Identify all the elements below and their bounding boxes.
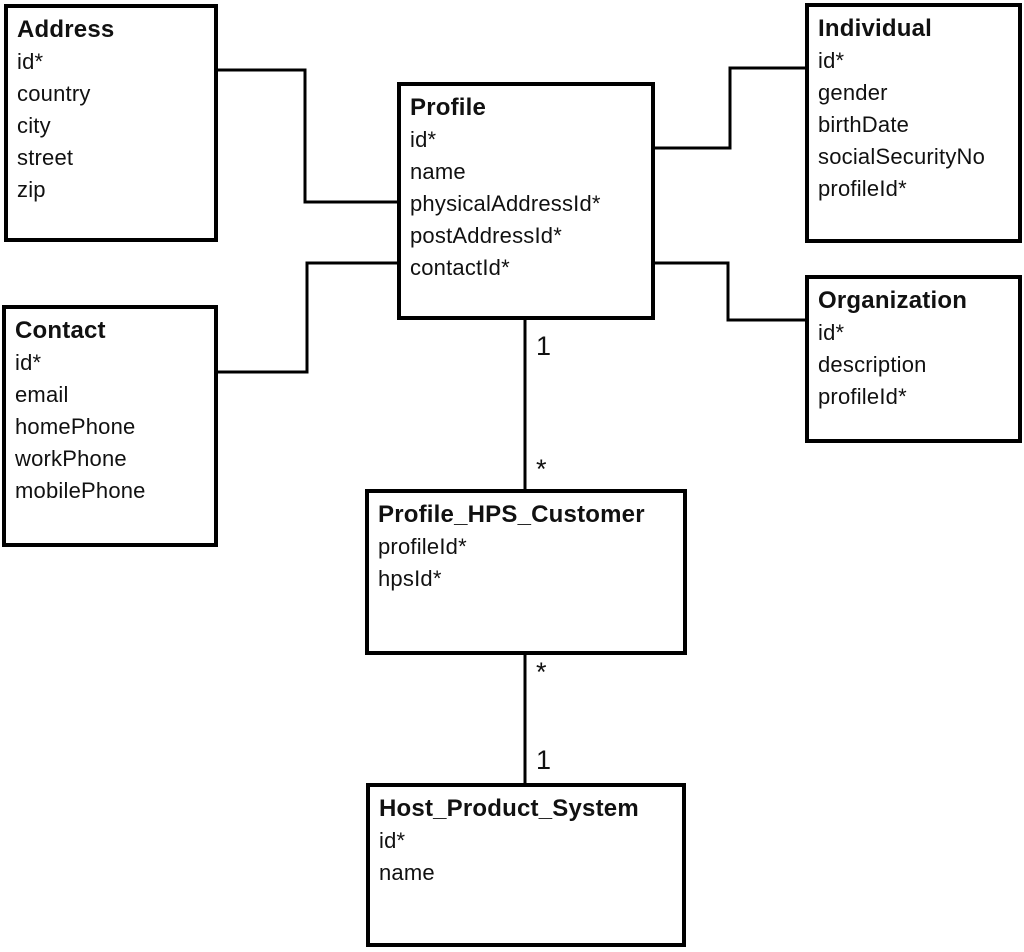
entity-field: name [410,159,466,184]
entity-title: Profile [410,94,487,121]
entity-field-list: id* description profileId* [818,317,1009,413]
entity-field: physicalAddressId* [410,191,601,216]
entity-field: city [17,113,51,138]
entity-host-product-system: Host_Product_System id* name [366,783,686,947]
entity-field: name [379,860,435,885]
entity-field: description [818,352,927,377]
entity-address: Address id* country city street zip [4,4,218,242]
entity-field: id* [818,320,845,345]
entity-field: id* [410,127,437,152]
entity-title: Address [17,16,115,43]
entity-field: socialSecurityNo [818,144,986,169]
connector-contact-profile [218,261,397,374]
multiplicity-label: * [536,657,547,687]
entity-field: id* [17,49,44,74]
entity-profile-hps-customer: Profile_HPS_Customer profileId* hpsId* [365,489,687,655]
entity-contact: Contact id* email homePhone workPhone mobile… [2,305,218,547]
entity-field-list: id* name physicalAddressId* postAddressId* c… [410,124,642,284]
entity-field: postAddressId* [410,223,562,248]
entity-field: id* [379,828,406,853]
entity-field: gender [818,80,888,105]
multiplicity-label: * [536,454,547,484]
entity-field-list: id* gender birthDate socialSecurityNo profil… [818,45,1009,205]
entity-field: zip [17,177,46,202]
entity-field: id* [15,350,42,375]
entity-field: homePhone [15,414,136,439]
entity-field-list: id* email homePhone workPhone mobilePhone [15,347,205,507]
multiplicity-label: 1 [536,745,552,775]
connector-profile-organization [655,261,805,322]
entity-field-list: profileId* hpsId* [378,531,674,595]
connector-profile-individual [655,66,805,150]
entity-title: Organization [818,287,968,314]
entity-field: profileId* [378,534,467,559]
entity-field: hpsId* [378,566,442,591]
entity-field: contactId* [410,255,510,280]
entity-title: Host_Product_System [379,795,639,822]
entity-field: mobilePhone [15,478,146,503]
multiplicity-label: 1 [536,331,552,361]
entity-title: Individual [818,15,933,42]
entity-field-list: id* name [379,825,673,889]
entity-field: country [17,81,91,106]
entity-title: Contact [15,317,106,344]
entity-field: email [15,382,69,407]
entity-individual: Individual id* gender birthDate socialSecur… [805,3,1022,243]
entity-field: profileId* [818,176,907,201]
connector-address-profile [218,68,397,204]
entity-field: profileId* [818,384,907,409]
entity-field: birthDate [818,112,910,137]
entity-field-list: id* country city street zip [17,46,205,206]
entity-field: id* [818,48,845,73]
entity-field: workPhone [15,446,127,471]
entity-profile: Profile id* name physicalAddressId* postAdd… [397,82,655,320]
entity-title: Profile_HPS_Customer [378,501,645,528]
entity-field: street [17,145,74,170]
entity-organization: Organization id* description profileId* [805,275,1022,443]
